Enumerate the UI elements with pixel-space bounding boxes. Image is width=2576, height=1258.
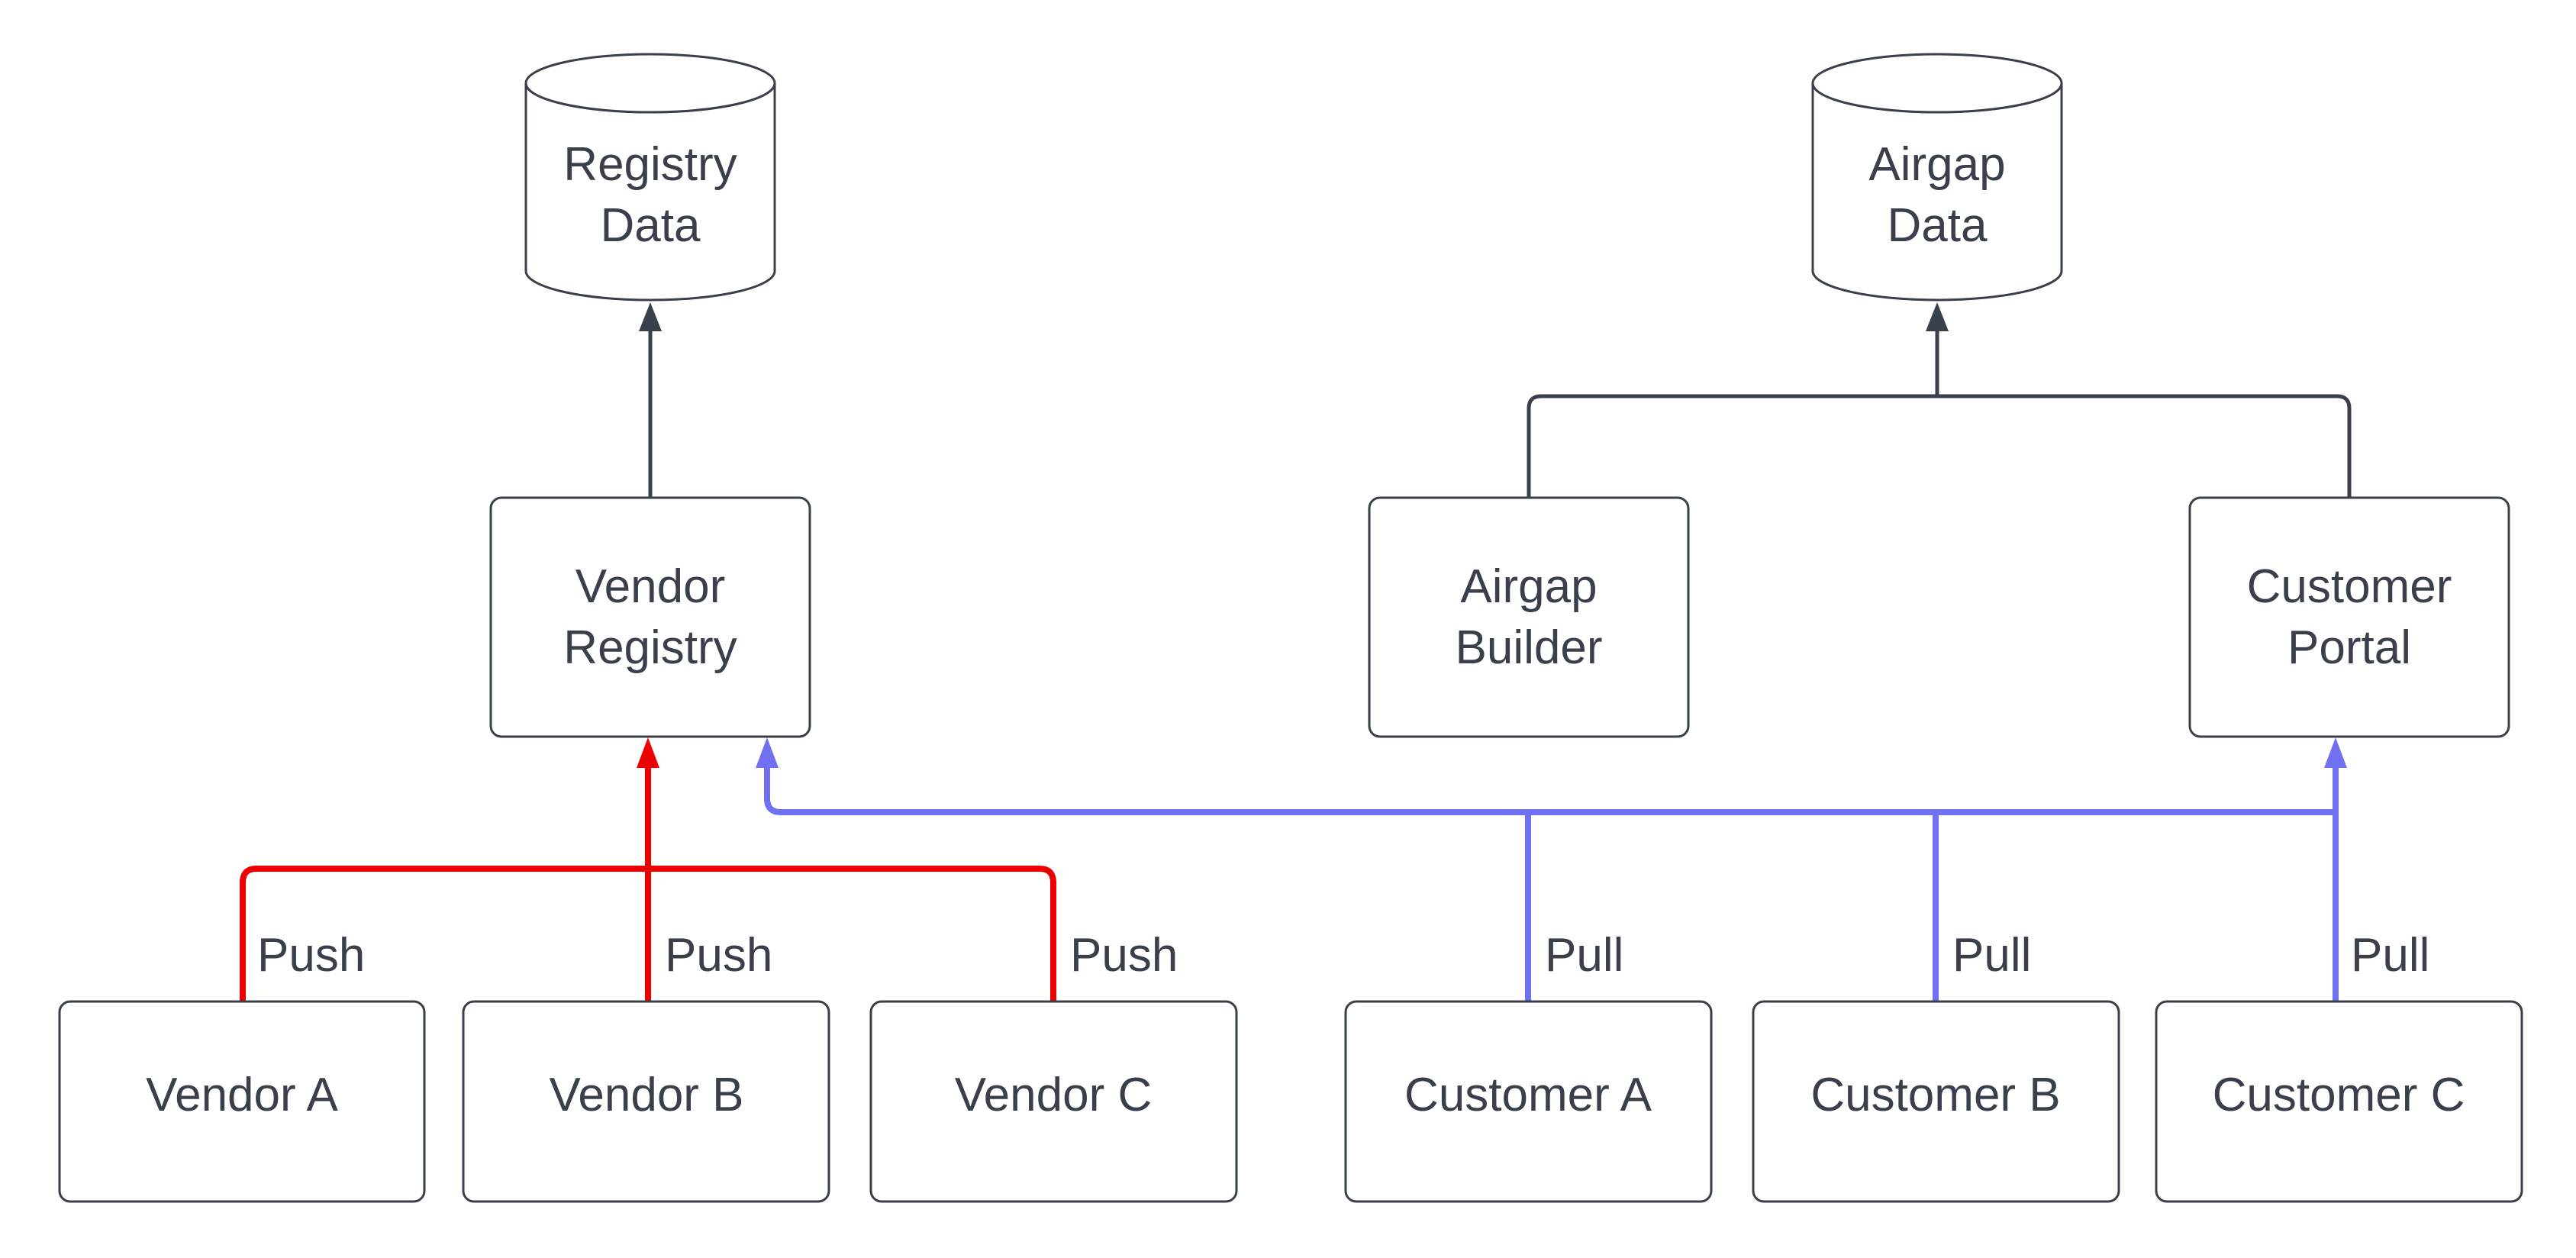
vendor-registry-label-line1: Vendor (575, 560, 726, 613)
edge-vendor-c-push (651, 866, 1056, 1002)
node-customer-b: Customer B (1752, 1000, 2120, 1203)
vendor-a-box (58, 1000, 426, 1203)
customer-c-label: Customer C (2213, 1069, 2465, 1121)
airgap-data-label-line2: Data (1888, 199, 1988, 252)
push-edge-group (240, 737, 1056, 1002)
cylinder-top (524, 53, 776, 114)
arrowhead-up-icon (639, 302, 662, 331)
vendor-registry-label-line2: Registry (563, 621, 737, 674)
node-vendor-b: Vendor B (462, 1000, 830, 1203)
airgap-builder-label-line1: Airgap (1460, 560, 1597, 613)
vendor-a-label: Vendor A (146, 1069, 338, 1121)
edge-line (1527, 394, 1937, 498)
edge-line (1937, 394, 2352, 498)
pull-label-customer-b: Pull (1952, 929, 2031, 982)
pull-label-customer-c: Pull (2351, 929, 2429, 982)
vendor-b-label: Vendor B (549, 1069, 743, 1121)
node-vendor-registry: Vendor Registry (489, 496, 811, 738)
registry-data-label-line1: Registry (563, 138, 737, 191)
edge-labels: Push Push Push Pull Pull Pull (257, 929, 2429, 982)
vendor-c-box (869, 1000, 1238, 1203)
customer-c-box (2155, 1000, 2523, 1203)
vendor-registry-box (489, 496, 811, 738)
customer-b-box (1752, 1000, 2120, 1203)
airgap-data-label-line1: Airgap (1868, 138, 2005, 191)
vendor-b-box (462, 1000, 830, 1203)
customer-portal-label-line1: Customer (2247, 560, 2452, 613)
edge-customer-portal-to-airgap-data (1937, 394, 2352, 498)
push-label-vendor-c: Push (1070, 929, 1178, 982)
registry-data-label-line2: Data (601, 199, 701, 252)
vendor-c-label: Vendor C (955, 1069, 1153, 1121)
node-customer-c: Customer C (2155, 1000, 2523, 1203)
cylinder-top (1811, 53, 2063, 114)
node-airgap-data: Airgap Data (1811, 53, 2063, 302)
push-label-vendor-b: Push (665, 929, 772, 982)
node-registry-data: Registry Data (524, 53, 776, 302)
pull-arrowhead-up-icon (2324, 737, 2347, 768)
node-vendor-c: Vendor C (869, 1000, 1238, 1203)
customer-a-box (1344, 1000, 1713, 1203)
node-vendor-a: Vendor A (58, 1000, 426, 1203)
edge-airgap-builder-to-airgap-data (1527, 394, 1937, 498)
push-label-vendor-a: Push (257, 929, 365, 982)
edge-vendor-a-push (240, 866, 645, 1002)
customer-b-label: Customer B (1810, 1069, 2060, 1121)
cylinder-body (524, 82, 776, 302)
airgap-builder-label-line2: Builder (1456, 621, 1603, 674)
node-customer-portal: Customer Portal (2188, 496, 2510, 738)
pull-label-customer-a: Pull (1545, 929, 1623, 982)
customer-a-label: Customer A (1404, 1069, 1652, 1121)
edge-merge-to-airgap-data (1926, 302, 1949, 398)
edge-vendor-registry-to-registry-data (639, 302, 662, 498)
pull-arrowhead-up-icon (756, 737, 779, 768)
arrowhead-up-icon (1926, 302, 1949, 331)
cylinder-body (1811, 82, 2063, 302)
push-arrowhead-up-icon (637, 737, 659, 768)
node-airgap-builder: Airgap Builder (1368, 496, 1690, 738)
pull-edge-group (756, 737, 2347, 1002)
customer-portal-label-line2: Portal (2287, 621, 2411, 674)
node-customer-a: Customer A (1344, 1000, 1713, 1203)
airgap-builder-box (1368, 496, 1690, 738)
customer-portal-box (2188, 496, 2510, 738)
edge-pull-trunk (764, 765, 2336, 815)
